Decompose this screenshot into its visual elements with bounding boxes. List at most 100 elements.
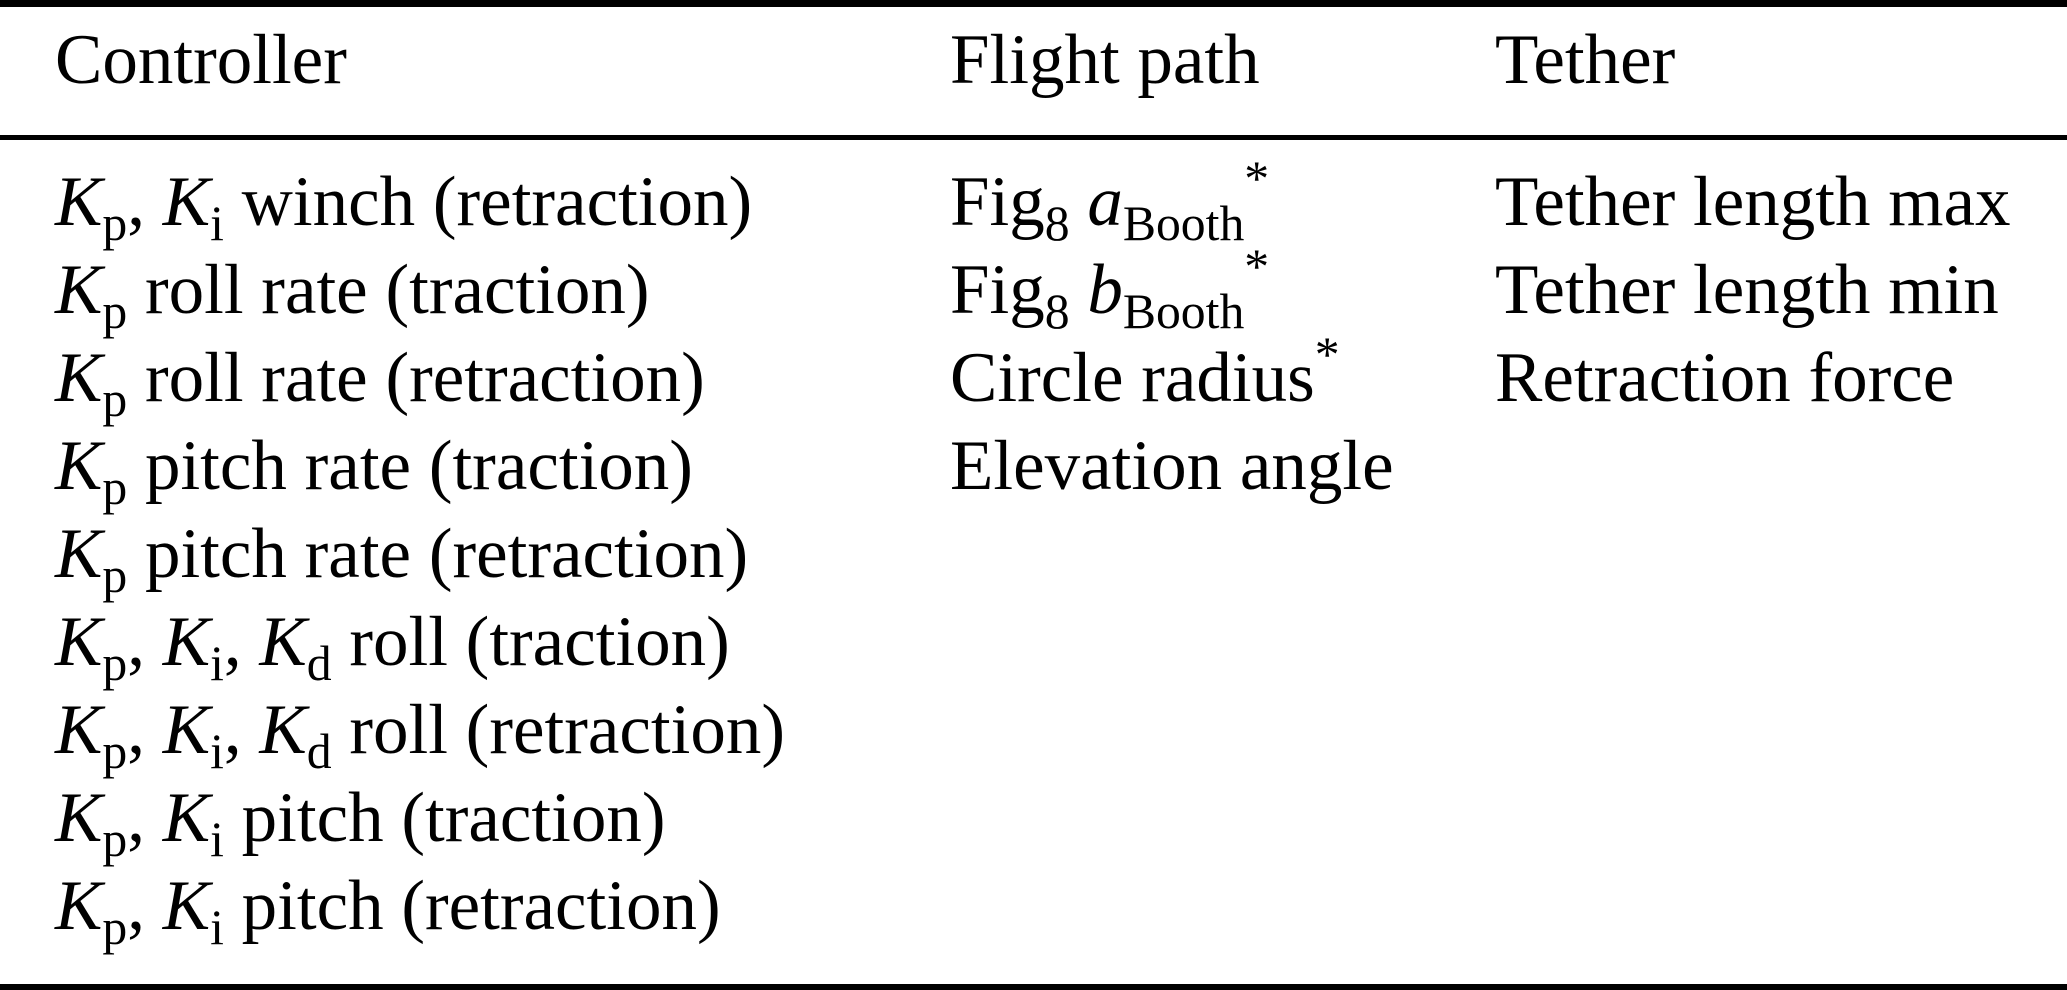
math-variable: K <box>55 867 103 945</box>
subscript: p <box>102 899 128 955</box>
table-cell: Kp roll rate (traction) <box>0 246 950 336</box>
text-run: , <box>223 603 260 681</box>
text-run: Tether length max <box>1495 163 2011 241</box>
table-cell <box>1495 598 2067 686</box>
table-cell <box>1495 686 2067 774</box>
text-run: pitch rate (retraction) <box>127 515 749 593</box>
column-header-controller: Controller <box>0 3 950 140</box>
table-cell: Kp roll rate (retraction) <box>0 334 950 424</box>
math-variable: K <box>55 251 103 329</box>
subscript: 8 <box>1044 195 1070 251</box>
table-cell <box>950 598 1495 686</box>
subscript: i <box>210 635 224 691</box>
text-run: roll rate (traction) <box>127 251 650 329</box>
table-cell <box>950 686 1495 774</box>
table-row: Kp, Ki pitch (retraction) <box>0 862 2067 988</box>
text-run: pitch rate (traction) <box>127 427 693 505</box>
math-variable: K <box>55 515 103 593</box>
math-variable: K <box>55 427 103 505</box>
math-variable: a <box>1087 163 1123 241</box>
subscript: p <box>102 547 128 603</box>
text-run <box>1070 163 1088 241</box>
table-cell: Kp, Ki, Kd roll (traction) <box>0 598 950 688</box>
text-run: winch (retraction) <box>223 163 753 241</box>
math-variable: b <box>1087 251 1123 329</box>
table-cell: Kp, Ki winch (retraction) <box>0 138 950 248</box>
table-cell: Elevation angle <box>950 422 1495 510</box>
subscript: d <box>306 635 332 691</box>
text-run <box>1070 251 1088 329</box>
math-variable: K <box>55 603 103 681</box>
text-run: , <box>127 603 163 681</box>
text-run: Fig <box>950 251 1045 329</box>
column-header-flight-path: Flight path <box>950 3 1495 140</box>
text-run: Circle radius <box>950 339 1315 417</box>
text-run: Elevation angle <box>950 427 1394 505</box>
table-cell: Tether length max <box>1495 138 2067 247</box>
table-cell: Kp pitch rate (retraction) <box>0 510 950 600</box>
subscript: 8 <box>1044 283 1070 339</box>
subscript: Booth <box>1122 195 1245 251</box>
table-row: Kp roll rate (traction)Fig8 bBooth*Tethe… <box>0 242 2067 336</box>
table-cell: Kp, Ki pitch (traction) <box>0 774 950 864</box>
table-cell <box>1495 510 2067 598</box>
superscript: * <box>1244 151 1270 207</box>
text-run: roll (traction) <box>331 603 730 681</box>
superscript: * <box>1244 239 1270 295</box>
math-variable: K <box>259 691 307 769</box>
subscript: i <box>210 195 224 251</box>
table-cell: Kp, Ki pitch (retraction) <box>0 862 950 988</box>
table-row: Kp roll rate (retraction)Circle radius*R… <box>0 330 2067 424</box>
table-cell: Kp, Ki, Kd roll (retraction) <box>0 686 950 776</box>
math-variable: K <box>162 163 211 241</box>
math-variable: K <box>55 779 103 857</box>
column-header-tether: Tether <box>1495 3 2067 140</box>
table-cell: Fig8 bBooth* <box>950 242 1495 336</box>
text-run: roll rate (retraction) <box>127 339 705 417</box>
table-cell <box>950 510 1495 598</box>
text-run: , <box>127 779 163 857</box>
subscript: p <box>102 459 128 515</box>
table-body: Kp, Ki winch (retraction)Fig8 aBooth*Tet… <box>0 138 2067 988</box>
math-variable: K <box>162 779 211 857</box>
subscript: d <box>306 723 332 779</box>
table-cell: Fig8 aBooth* <box>950 138 1495 248</box>
math-variable: K <box>162 603 211 681</box>
text-run: , <box>127 163 163 241</box>
table-row: Kp, Ki winch (retraction)Fig8 aBooth*Tet… <box>0 138 2067 248</box>
math-variable: K <box>55 691 103 769</box>
table-cell: Tether length min <box>1495 246 2067 334</box>
table-cell: Retraction force <box>1495 334 2067 422</box>
text-run: Retraction force <box>1495 339 1955 417</box>
table-row: Kp pitch rate (retraction) <box>0 510 2067 600</box>
table-cell: Circle radius* <box>950 330 1495 422</box>
subscript: Booth <box>1122 283 1245 339</box>
text-run: roll (retraction) <box>331 691 785 769</box>
math-variable: K <box>55 339 103 417</box>
text-run: , <box>127 867 163 945</box>
subscript: i <box>210 811 224 867</box>
header-row: Controller Flight path Tether <box>0 3 2067 140</box>
text-run: pitch (retraction) <box>223 867 721 945</box>
text-run: Fig <box>950 163 1045 241</box>
math-variable: K <box>162 691 211 769</box>
subscript: p <box>102 371 128 427</box>
subscript: i <box>210 723 224 779</box>
subscript: p <box>102 635 128 691</box>
subscript: p <box>102 195 128 251</box>
table-cell <box>1495 862 2067 988</box>
table-cell <box>1495 774 2067 862</box>
table-cell: Kp pitch rate (traction) <box>0 422 950 512</box>
subscript: p <box>102 811 128 867</box>
table-cell <box>950 774 1495 862</box>
table-row: Kp, Ki pitch (traction) <box>0 774 2067 864</box>
math-variable: K <box>162 867 211 945</box>
table-row: Kp, Ki, Kd roll (traction) <box>0 598 2067 688</box>
text-run: Tether length min <box>1495 251 1999 329</box>
text-run: pitch (traction) <box>223 779 666 857</box>
table-cell <box>950 862 1495 988</box>
subscript: p <box>102 283 128 339</box>
math-variable: K <box>259 603 307 681</box>
